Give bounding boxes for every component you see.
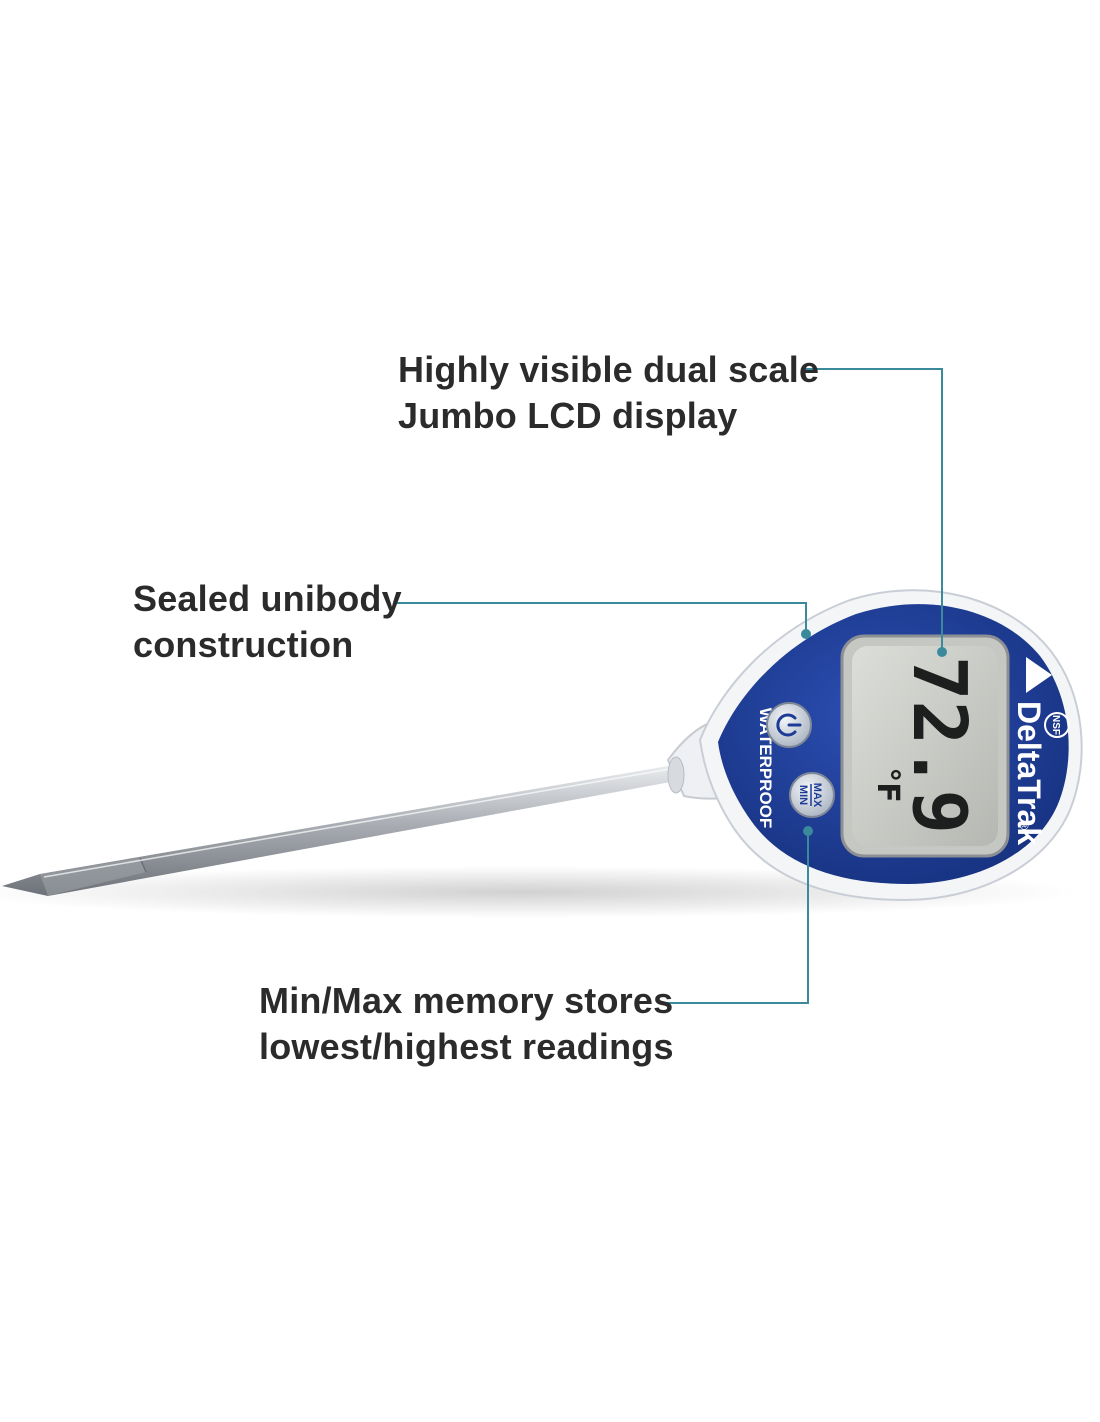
maxmin-label-max: MAX [811,783,823,808]
power-icon [776,713,802,737]
callout-display: Highly visible dual scale Jumbo LCD disp… [398,347,819,439]
nsf-label: NSF [1050,715,1061,735]
callout-display-line1: Highly visible dual scale [398,349,820,390]
callout-memory: Min/Max memory stores lowest/highest rea… [259,978,674,1070]
deltatrak-logo-icon [1026,657,1052,693]
probe-stem [2,766,676,896]
callout-display-line2: Jumbo LCD display [398,395,738,436]
callout-unibody: Sealed unibody construction [133,576,402,668]
callout-memory-line1: Min/Max memory stores [259,980,674,1021]
leader-line-memory [666,833,809,1004]
maxmin-label-min: MIN [797,785,809,805]
leader-dot-display [937,647,947,657]
leader-line-unibody [396,602,807,632]
callout-unibody-line2: construction [133,624,354,665]
maxmin-button[interactable]: MAX MIN [789,772,835,818]
nsf-badge [1044,712,1070,738]
leader-dot-unibody [801,629,811,639]
lcd-reading: 72.9 [896,656,982,834]
callout-unibody-line1: Sealed unibody [133,578,402,619]
registered-mark: ® [1017,821,1031,830]
lcd-display [840,634,1010,858]
leader-line-display [803,368,943,650]
leader-dot-memory [803,826,813,836]
power-button[interactable] [766,702,812,748]
brand-name: DeltaTrak [1011,701,1047,845]
callout-memory-line2: lowest/highest readings [259,1026,674,1067]
lcd-unit: °F [870,767,905,803]
